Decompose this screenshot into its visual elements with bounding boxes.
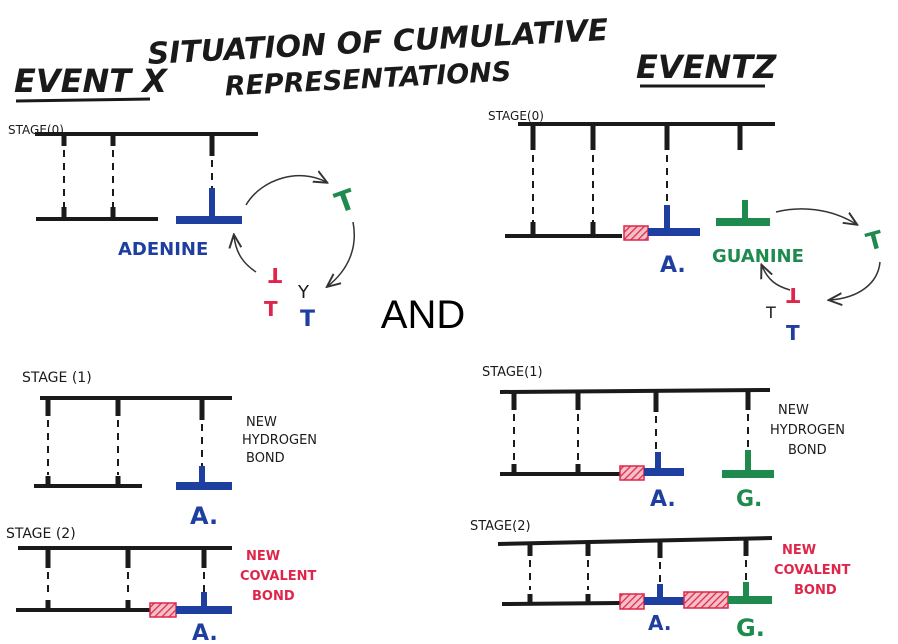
- covalent-bond-block: [623, 225, 649, 241]
- covalent-bond-block: [619, 465, 645, 481]
- new-hydrogen-2: HYDROGEN: [242, 433, 317, 448]
- event-z-label: EVENTZ: [636, 48, 777, 86]
- event-x-heading: EVENT X: [14, 62, 168, 103]
- event-x-stage-2: STAGE (2) A. NEW COVALENT BOND: [6, 526, 317, 644]
- new-covalent-3: BOND: [252, 589, 295, 604]
- t-blue: T: [300, 307, 315, 332]
- and-label: AND: [380, 292, 466, 337]
- stage-label: STAGE(1): [482, 365, 543, 380]
- event-z-stage-2: STAGE(2) A. G. NEW COVALENT BOND: [470, 519, 851, 642]
- new-hydrogen-1: NEW: [246, 415, 277, 430]
- t-red-flipped: T: [786, 283, 800, 307]
- t-green: T: [863, 225, 887, 256]
- title: SITUATION OF CUMULATIVE REPRESENTATIONS: [147, 13, 610, 103]
- stage-label: STAGE(0): [488, 109, 544, 123]
- t-green: T: [331, 182, 360, 220]
- and-label-box: AND: [358, 276, 488, 354]
- guanine-label: GUANINE: [712, 246, 804, 267]
- event-z-stage-1: STAGE(1) A. G. NEW HYDROGEN BOND: [482, 365, 845, 512]
- new-covalent-2: COVALENT: [774, 563, 851, 578]
- covalent-bond-block: [683, 591, 729, 609]
- y-black: Y: [297, 282, 310, 303]
- stage-label: STAGE (2): [6, 526, 76, 542]
- a-label: A.: [660, 253, 686, 278]
- event-x-label: EVENT X: [14, 62, 168, 100]
- event-x-stage-0: STAGE(0) ADENINE T T T Y T: [8, 123, 360, 332]
- new-hydrogen-1: NEW: [778, 403, 809, 418]
- g-label: G.: [736, 487, 762, 512]
- a-label: A.: [648, 611, 671, 635]
- stage-label: STAGE (1): [22, 370, 92, 386]
- new-covalent-3: BOND: [794, 583, 837, 598]
- new-hydrogen-3: BOND: [788, 443, 827, 458]
- event-z-heading: EVENTZ: [636, 48, 777, 88]
- new-covalent-1: NEW: [246, 549, 280, 564]
- stage-label: STAGE(2): [470, 519, 531, 534]
- adenine-label: ADENINE: [118, 239, 208, 260]
- new-covalent-1: NEW: [782, 543, 816, 558]
- t-red: T: [264, 297, 278, 321]
- t-black: T: [765, 303, 776, 322]
- covalent-bond-block: [149, 602, 177, 618]
- event-z-stage-0: STAGE(0) A. GUANINE T T T T: [488, 109, 887, 345]
- event-x-stage-1: STAGE (1) A. NEW HYDROGEN BOND: [22, 370, 317, 530]
- new-covalent-2: COVALENT: [240, 569, 317, 584]
- new-hydrogen-2: HYDROGEN: [770, 423, 845, 438]
- t-red-flipped: T: [268, 263, 282, 287]
- a-label: A.: [190, 502, 218, 530]
- a-label: A.: [650, 487, 676, 512]
- new-hydrogen-3: BOND: [246, 451, 285, 466]
- a-label: A.: [192, 621, 218, 644]
- covalent-bond-block: [619, 593, 645, 610]
- g-label: G.: [736, 614, 765, 642]
- t-blue: T: [786, 321, 800, 345]
